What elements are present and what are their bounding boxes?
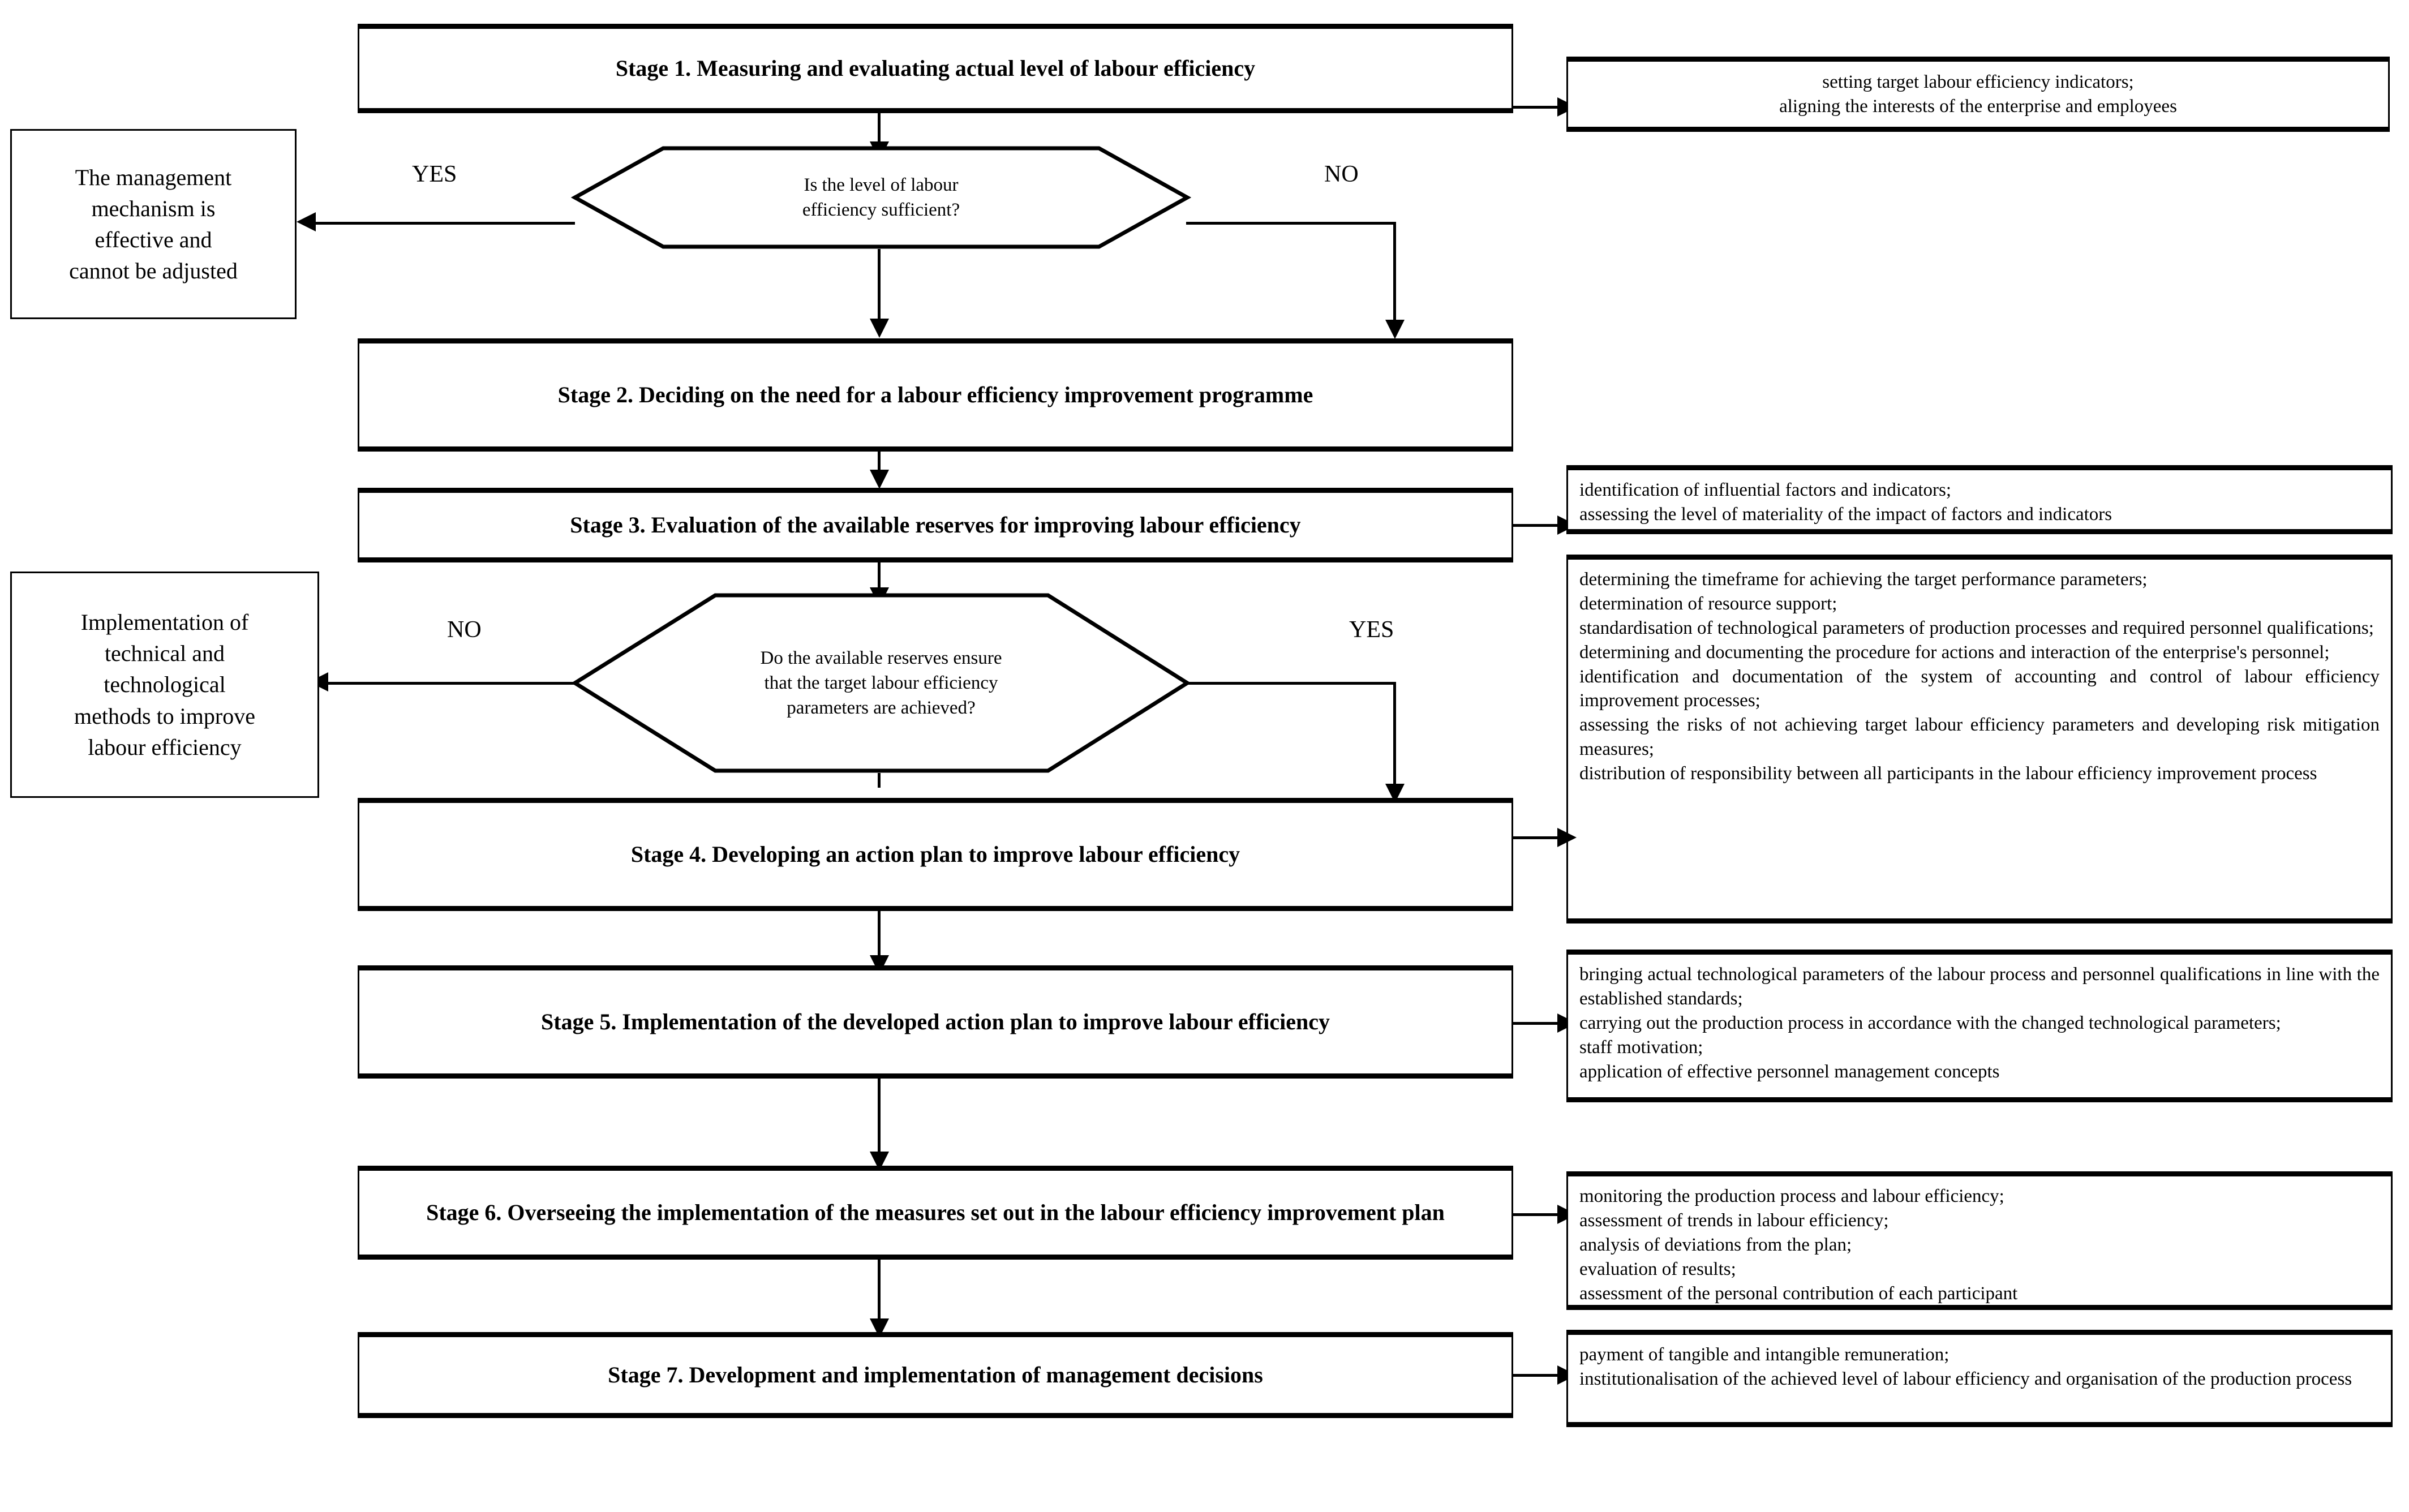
outcome-implementation-box: Implementation of technical and technolo…: [10, 572, 319, 798]
stage-3-box: Stage 3. Evaluation of the available res…: [358, 488, 1513, 562]
note-line: payment of tangible and intangible remun…: [1579, 1345, 1949, 1365]
decision-1-no-label: NO: [1324, 161, 1359, 187]
note-line: application of effective personnel manag…: [1579, 1061, 2000, 1082]
note-line: carrying out the production process in a…: [1579, 1012, 2281, 1033]
note-stage-5: bringing actual technological parameters…: [1566, 950, 2393, 1102]
note-line: standardisation of technological paramet…: [1579, 617, 2374, 638]
note-line: assessment of trends in labour efficienc…: [1579, 1210, 1889, 1231]
connector-stage3-to-decision2: [878, 562, 881, 592]
decision-2-line2: that the target labour efficiency: [764, 672, 998, 693]
connector-decision1-yes: [316, 222, 575, 225]
stage-7-box: Stage 7. Development and implementation …: [358, 1332, 1513, 1418]
outcome-implementation-line4: methods to improve: [74, 703, 255, 729]
connector-stage6-to-note6: [1513, 1213, 1564, 1216]
outcome-implementation-line5: labour efficiency: [88, 734, 242, 760]
connector-decision1-to-stage2: [878, 249, 881, 323]
outcome-effective-line2: mechanism is: [91, 195, 216, 221]
outcome-implementation-line2: technical and: [104, 641, 225, 667]
note-line: aligning the interests of the enterprise…: [1779, 96, 2177, 117]
connector-stage1-to-note1: [1513, 106, 1564, 109]
outcome-effective-line1: The management: [75, 164, 232, 190]
note-line: determining and documenting the procedur…: [1579, 642, 2330, 663]
decision-1-line2: efficiency sufficient?: [802, 200, 960, 220]
decision-1-label: Is the level of labour efficiency suffic…: [573, 146, 1190, 249]
outcome-implementation-line1: Implementation of: [80, 609, 249, 635]
note-line: assessing the risks of not achieving tar…: [1579, 715, 2380, 760]
connector-decision2-yes-vertical: [1393, 682, 1396, 787]
stage-6-box: Stage 6. Overseeing the implementation o…: [358, 1166, 1513, 1260]
decision-1-yes-label: YES: [412, 161, 457, 187]
connector-stage7-to-note7: [1513, 1374, 1564, 1377]
stage-6-label: Stage 6. Overseeing the implementation o…: [426, 1199, 1445, 1225]
note-line: distribution of responsibility between a…: [1579, 763, 2317, 784]
connector-decision2-to-stage4: [878, 773, 881, 788]
connector-stage4-to-note4: [1513, 836, 1564, 839]
note-stage-4: determining the timeframe for achieving …: [1566, 555, 2393, 923]
decision-2-label: Do the available reserves ensure that th…: [573, 593, 1190, 773]
connector-stage4-to-stage5: [878, 911, 881, 959]
stage-2-box: Stage 2. Deciding on the need for a labo…: [358, 338, 1513, 452]
note-line: monitoring the production process and la…: [1579, 1186, 2004, 1206]
connector-decision1-no-vertical: [1393, 222, 1396, 324]
note-stage-6: monitoring the production process and la…: [1566, 1171, 2393, 1310]
note-line: identification and documentation of the …: [1579, 666, 2380, 711]
connector-decision2-yes-horizontal: [1186, 682, 1395, 685]
arrow-stage4-to-note4: [1557, 828, 1577, 847]
decision-1-line1: Is the level of labour: [804, 174, 959, 195]
note-line: evaluation of results;: [1579, 1258, 1736, 1279]
stage-5-box: Stage 5. Implementation of the developed…: [358, 965, 1513, 1079]
decision-1-hexagon: Is the level of labour efficiency suffic…: [570, 146, 1192, 249]
note-stage-3: identification of influential factors an…: [1566, 465, 2393, 534]
outcome-implementation-line3: technological: [104, 672, 226, 698]
stage-3-label: Stage 3. Evaluation of the available res…: [570, 512, 1301, 538]
stage-4-label: Stage 4. Developing an action plan to im…: [630, 841, 1240, 867]
connector-stage5-to-note5: [1513, 1022, 1564, 1025]
note-line: analysis of deviations from the plan;: [1579, 1234, 1852, 1255]
outcome-effective-line4: cannot be adjusted: [69, 258, 238, 284]
outcome-effective-box: The management mechanism is effective an…: [10, 129, 297, 319]
stage-1-label: Stage 1. Measuring and evaluating actual…: [615, 55, 1256, 81]
note-line: determining the timeframe for achieving …: [1579, 569, 2148, 590]
connector-stage1-to-decision1: [878, 113, 881, 146]
stage-4-box: Stage 4. Developing an action plan to im…: [358, 798, 1513, 911]
note-line: bringing actual technological parameters…: [1579, 964, 2380, 1009]
note-line: institutionalisation of the achieved lev…: [1579, 1368, 2352, 1389]
arrow-decision1-down-to-stage2: [870, 319, 889, 338]
note-stage-1: setting target labour efficiency indicat…: [1566, 57, 2390, 132]
arrow-decision1-yes-to-outcome: [297, 212, 316, 231]
decision-2-hexagon: Do the available reserves ensure that th…: [571, 593, 1191, 773]
stage-5-label: Stage 5. Implementation of the developed…: [541, 1008, 1330, 1034]
stage-1-box: Stage 1. Measuring and evaluating actual…: [358, 24, 1513, 113]
note-line: determination of resource support;: [1579, 593, 1837, 614]
note-stage-7: payment of tangible and intangible remun…: [1566, 1330, 2393, 1427]
arrow-decision1-no-to-stage2: [1385, 320, 1405, 339]
decision-2-line3: parameters are achieved?: [787, 698, 976, 719]
outcome-effective-line3: effective and: [95, 227, 212, 252]
note-line: staff motivation;: [1579, 1037, 1703, 1058]
decision-2-yes-label: YES: [1349, 617, 1394, 643]
connector-decision1-no-horizontal: [1186, 222, 1395, 225]
stage-7-label: Stage 7. Development and implementation …: [608, 1361, 1263, 1388]
connector-stage2-to-stage3: [878, 452, 881, 475]
decision-2-line1: Do the available reserves ensure: [760, 647, 1002, 668]
note-line: assessing the level of materiality of th…: [1579, 504, 2112, 525]
connector-stage3-to-note3: [1513, 524, 1564, 527]
note-line: setting target labour efficiency indicat…: [1822, 71, 2134, 92]
decision-2-no-label: NO: [447, 617, 482, 643]
stage-2-label: Stage 2. Deciding on the need for a labo…: [557, 381, 1313, 407]
note-line: identification of influential factors an…: [1579, 480, 1952, 500]
connector-stage6-to-stage7: [878, 1260, 881, 1323]
arrow-stage2-to-stage3: [870, 470, 889, 489]
connector-decision2-no: [328, 682, 576, 685]
connector-stage5-to-stage6: [878, 1079, 881, 1156]
note-line: assessment of the personal contribution …: [1579, 1283, 2018, 1304]
